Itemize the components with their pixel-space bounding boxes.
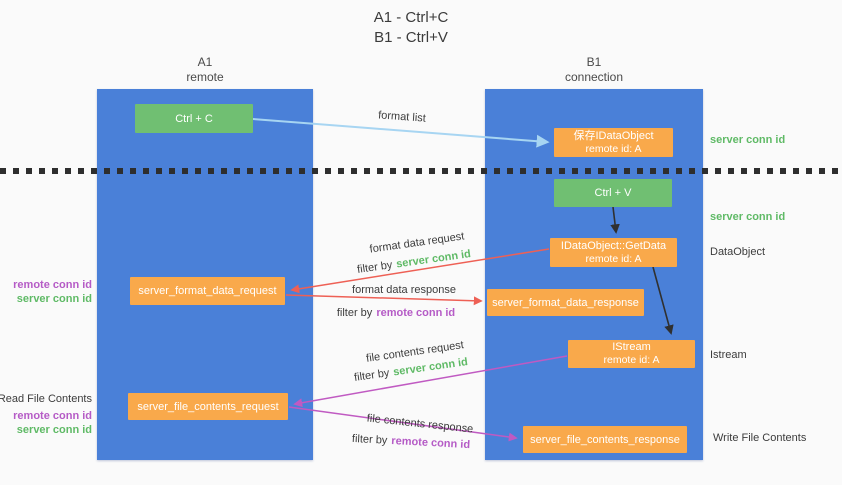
node-save-idataobject-line2: remote id: A (585, 142, 642, 155)
node-server-format-data-request: server_format_data_request (130, 277, 285, 305)
label-server-conn-id-left-1: server conn id (16, 293, 92, 305)
filter-by-text: filter by (353, 367, 391, 384)
title-line-2: B1 - Ctrl+V (374, 29, 448, 46)
server-conn-id-text: server conn id (395, 248, 472, 271)
lifeline-a1-name: A1 (197, 55, 213, 69)
node-idataobject-getdata-line1: IDataObject::GetData (560, 239, 667, 252)
label-write-file-contents: Write File Contents (713, 432, 807, 444)
filter-by-text: filter by (336, 307, 373, 319)
edge-label-format-data-response: format data response (352, 284, 456, 296)
edge-label-file-contents-response: file contents response (366, 412, 474, 436)
lifeline-b1-name: B1 (586, 55, 602, 69)
node-ctrl-v-label: Ctrl + V (594, 187, 632, 199)
lifeline-b1-subtitle: connection (564, 70, 624, 84)
lifeline-a1-header: A1 remote (97, 55, 313, 85)
node-server-file-contents-request: server_file_contents_request (128, 393, 288, 420)
node-server-format-data-response-label: server_format_data_response (492, 296, 639, 309)
node-server-format-data-request-label: server_format_data_request (138, 285, 277, 297)
title-line-1: A1 - Ctrl+C (373, 9, 449, 26)
node-istream-line1: IStream (612, 341, 651, 353)
filter-by-text: filter by (351, 432, 388, 447)
node-ctrl-c-label: Ctrl + C (175, 112, 213, 125)
node-ctrl-v: Ctrl + V (554, 179, 672, 207)
node-idataobject-getdata: IDataObject::GetData remote id: A (550, 238, 677, 267)
label-remote-conn-id-left-1: remote conn id (13, 279, 92, 291)
node-save-idataobject-line1: 保存IDataObject (573, 129, 654, 142)
label-remote-conn-id-left-2: remote conn id (13, 410, 92, 422)
label-server-conn-id-right-top: server conn id (710, 134, 786, 146)
label-server-conn-id-right-mid: server conn id (710, 211, 786, 223)
label-read-file-contents: Read File Contents (0, 393, 92, 405)
node-server-file-contents-response-label: server_file_contents_response (530, 433, 680, 446)
remote-conn-id-text: remote conn id (376, 307, 456, 319)
node-istream-line2: remote id: A (603, 354, 660, 366)
label-server-conn-id-left-2: server conn id (16, 424, 92, 436)
label-dataobject: DataObject (710, 246, 766, 258)
filter-by-text: filter by (356, 259, 394, 276)
node-ctrl-c: Ctrl + C (135, 104, 253, 133)
diagram-title: A1 - Ctrl+C B1 - Ctrl+V (0, 8, 822, 48)
node-save-idataobject: 保存IDataObject remote id: A (554, 128, 673, 157)
edge-label-format-list: format list (377, 109, 427, 125)
node-istream: IStream remote id: A (568, 340, 695, 368)
node-idataobject-getdata-line2: remote id: A (585, 252, 642, 265)
node-server-file-contents-response: server_file_contents_response (523, 426, 687, 453)
remote-conn-id-text: remote conn id (391, 434, 471, 452)
lifeline-b1-header: B1 connection (485, 55, 703, 85)
node-server-file-contents-request-label: server_file_contents_request (137, 400, 279, 413)
label-istream: Istream (710, 349, 747, 361)
lifeline-a1-subtitle: remote (186, 70, 224, 84)
network-boundary-dotted-line (0, 168, 842, 174)
node-server-format-data-response: server_format_data_response (487, 289, 644, 316)
